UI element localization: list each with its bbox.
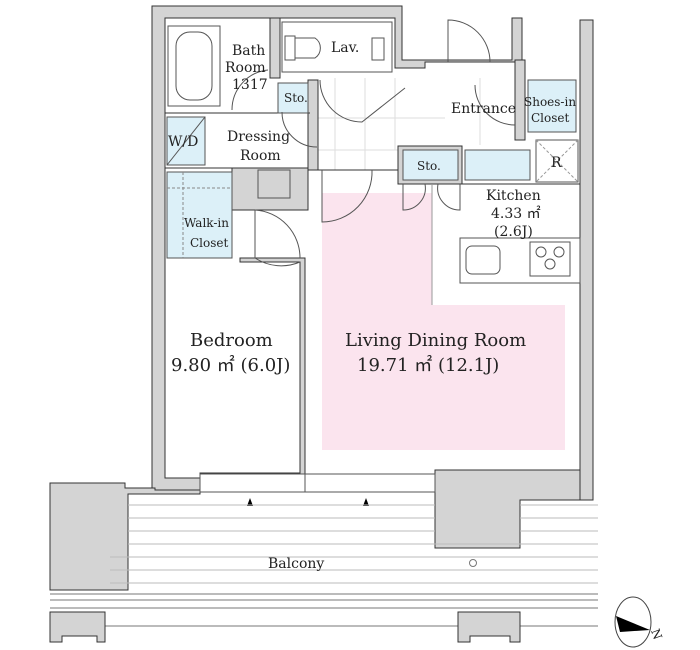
doors xyxy=(231,19,516,267)
entrance-label: Entrance xyxy=(451,101,516,117)
bath-label-3: 1317 xyxy=(232,77,268,93)
lavatory-area xyxy=(281,21,393,73)
north-arrow-icon xyxy=(616,616,650,632)
balcony-deck xyxy=(49,504,598,643)
kitchen-counter xyxy=(459,237,581,284)
walkin-label-2: Closet xyxy=(190,236,229,250)
ldr-label: Living Dining Room xyxy=(345,330,526,351)
wd-label: W/D xyxy=(168,134,198,150)
balcony-label: Balcony xyxy=(268,556,324,572)
dressing-label-2: Room xyxy=(240,148,281,164)
lav-label: Lav. xyxy=(331,40,359,56)
kitchen-tatami: (2.6J) xyxy=(494,224,533,240)
bedroom-label: Bedroom xyxy=(190,330,273,351)
kitchen-area: 4.33 ㎡ xyxy=(491,206,541,222)
shoes-label-1: Shoes-in xyxy=(524,95,576,109)
bath-label-1: Bath xyxy=(232,43,265,59)
toilet-tank-icon xyxy=(284,35,296,61)
dressing-label-1: Dressing xyxy=(227,129,290,145)
vanity-sink-icon xyxy=(257,169,291,199)
bathtub-icon xyxy=(175,31,213,101)
walkin-label-1: Walk-in xyxy=(184,216,229,230)
north-compass: N xyxy=(614,596,665,648)
refrigerator-label: R xyxy=(551,155,562,171)
bath-label-2: Room xyxy=(225,60,266,76)
kitchen-label: Kitchen xyxy=(486,188,541,204)
compass-label: N xyxy=(648,627,665,642)
refrigerator-space xyxy=(535,139,579,183)
drain-icon xyxy=(469,559,477,567)
storage-small-area xyxy=(277,82,309,114)
bathtub-area xyxy=(167,25,221,107)
storage-hall-area xyxy=(402,149,459,181)
ldr-area: 19.71 ㎡ (12.1J) xyxy=(357,354,499,376)
shoes-label-2: Closet xyxy=(531,111,570,125)
toilet-icon xyxy=(294,37,321,59)
stove-icon xyxy=(529,241,571,277)
entry-arrow-icon xyxy=(247,498,253,506)
balcony-windows xyxy=(199,473,436,506)
storage-small-label: Sto. xyxy=(284,91,308,105)
walls xyxy=(49,5,594,591)
shoes-closet-area xyxy=(527,79,577,133)
entry-arrow-icon xyxy=(363,498,369,506)
floor-tiles xyxy=(310,78,481,170)
storage-hall-label: Sto. xyxy=(417,159,441,173)
walk-in-closet-area xyxy=(166,171,233,259)
kitchen-shelf xyxy=(464,149,531,181)
kitchen-sink-icon xyxy=(465,245,501,275)
bedroom-area: 9.80 ㎡ (6.0J) xyxy=(171,354,290,376)
sink-icon xyxy=(371,37,385,61)
living-dining-area xyxy=(322,193,565,450)
